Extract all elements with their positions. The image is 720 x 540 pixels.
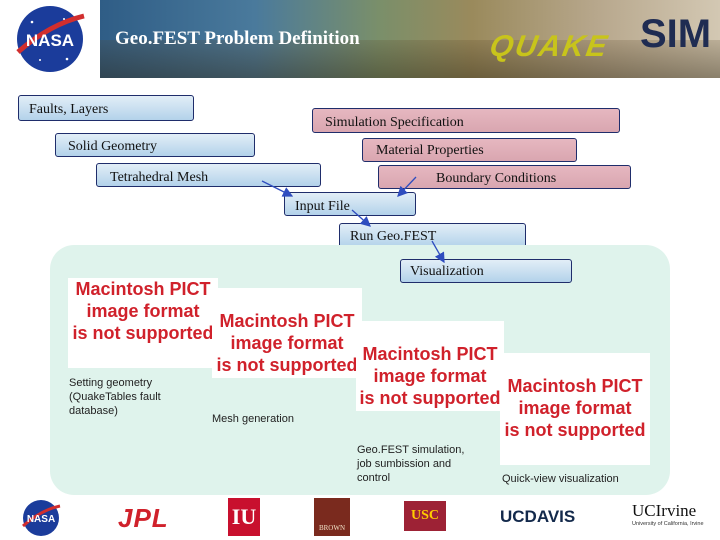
box-solid-geometry: Solid Geometry (55, 133, 255, 157)
footer-logos: NASA JPL IU BROWN USC UCDAVIS UCIrvine U… (0, 495, 720, 540)
box-boundary-conditions: Boundary Conditions (378, 165, 631, 189)
ucirvine-logo: UCIrvine University of California, Irvin… (632, 501, 704, 527)
banner-image (100, 0, 720, 78)
nasa-meatball-icon: NASA (16, 6, 85, 72)
box-tetrahedral-mesh: Tetrahedral Mesh (96, 163, 321, 187)
arrow-run-to-visualization (431, 240, 445, 264)
box-input-file: Input File (284, 192, 416, 216)
caption-mesh-generation: Mesh generation (212, 413, 294, 425)
nasa-logo-text: NASA (26, 31, 74, 50)
page-title: Geo.FEST Problem Definition (115, 28, 360, 49)
brown-logo: BROWN (314, 498, 350, 536)
nasa-logo-area: NASA (0, 0, 100, 78)
box-visualization: Visualization (400, 259, 572, 283)
header-bar: NASA Geo.FEST Problem Definition QUAKE S… (0, 0, 720, 78)
quakesim-logo-sim: SIM (640, 12, 712, 56)
box-simulation-specification: Simulation Specification (312, 108, 620, 133)
arrow-boundary-to-input (397, 176, 417, 197)
usc-logo: USC (404, 501, 446, 531)
iu-logo: IU (228, 498, 260, 536)
box-run-geofest: Run Geo.FEST (339, 223, 526, 248)
box-faults-layers: Faults, Layers (18, 95, 194, 121)
ucdavis-logo: UCDAVIS (500, 507, 576, 526)
arrow-input-to-run (351, 209, 371, 227)
svg-text:NASA: NASA (27, 514, 55, 525)
box-material-properties: Material Properties (362, 138, 577, 162)
caption-quick-view: Quick-view visualization (502, 473, 619, 485)
jpl-logo: JPL (118, 503, 169, 533)
nasa-footer-logo-icon: NASA (22, 500, 61, 536)
arrow-tetrahedral-to-input (261, 180, 294, 197)
